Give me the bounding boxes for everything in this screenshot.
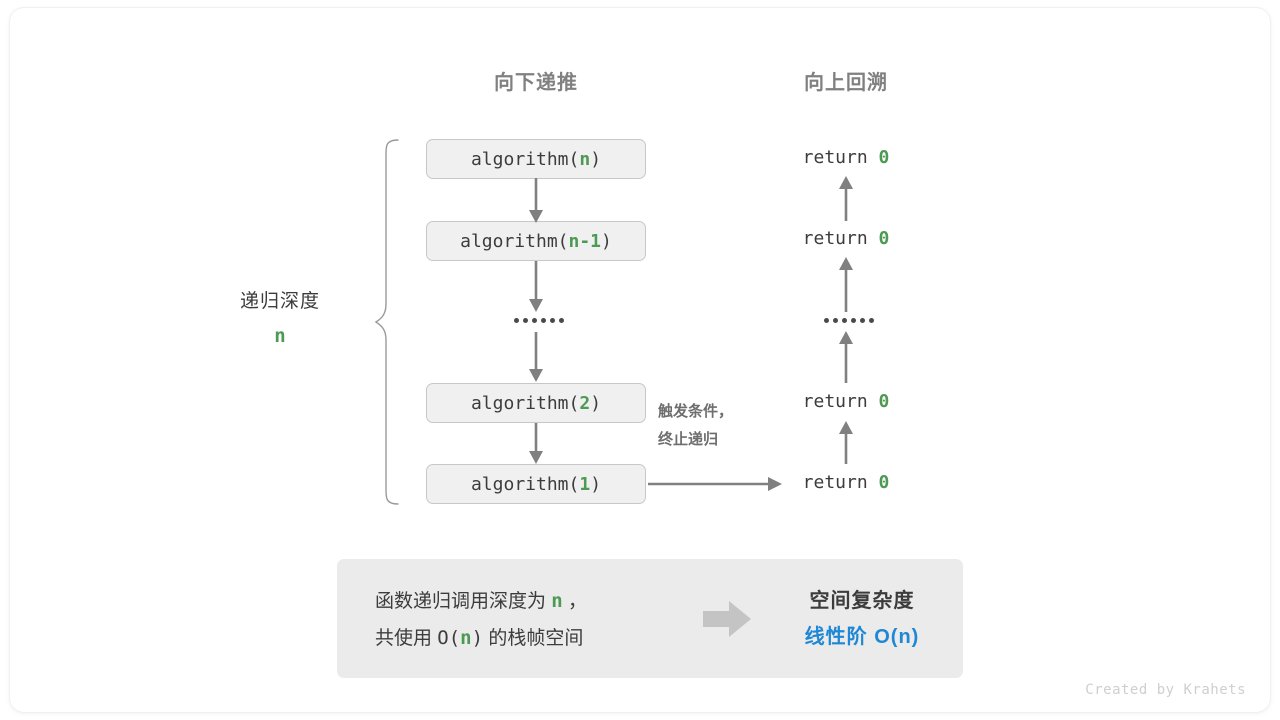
summary-line-2-bigo-open: O( [437,627,461,649]
call-box-2-close: ) [590,392,602,414]
summary-panel: 函数递归调用深度为 n ， 共使用 O(n) 的栈帧空间 空间复杂度 线性阶 O… [337,559,963,678]
call-box-1-name: algorithm( [470,473,580,495]
call-box-n-minus-1-close: ) [601,230,612,252]
down-arrow-icon-4 [529,423,543,464]
call-box-2[interactable]: algorithm(2) [426,383,646,423]
summary-conclusion: 空间复杂度 线性阶 O(n) [767,583,957,655]
call-box-1-arg: 1 [579,473,591,495]
space-complexity-value: 线性阶 O(n) [804,626,920,648]
call-box-1-close: ) [590,473,602,495]
call-box-n-arg: n [579,148,591,170]
return-statement-4: return 0 [766,472,926,493]
curly-brace-icon [374,139,399,505]
down-arrow-icon-1 [529,178,543,223]
right-arrow-icon-terminate [648,477,782,491]
summary-line-1-post: ， [562,591,588,612]
column-heading-down: 向下递推 [494,72,578,94]
return-statement-3: return 0 [766,391,926,412]
summary-line-2-bigo-close: ) [471,627,484,649]
return-statement-1: return 0 [766,147,926,168]
call-box-1[interactable]: algorithm(1) [426,464,646,504]
diagram-frame: 向下递推 向上回溯 递归深度 n algorithm(n) algorithm(… [10,8,1270,712]
return-keyword-3: return [802,391,879,412]
return-value-4: 0 [878,472,890,493]
summary-line-2-var: n [460,627,472,649]
call-box-n-close: ) [590,148,602,170]
call-box-n-minus-1-name: algorithm( [460,230,569,252]
summary-line-1-var: n [551,590,563,612]
up-arrow-icon-3 [839,331,853,383]
call-box-n[interactable]: algorithm(n) [426,139,646,179]
recursion-depth-label: 递归深度 n [240,286,320,347]
summary-line-2-post: 的栈帧空间 [483,628,584,649]
summary-line-2: 共使用 O(n) 的栈帧空间 [375,620,587,657]
return-keyword-4: return [802,472,879,493]
up-arrow-icon-4 [839,421,853,464]
watermark: Created by Krahets [1085,682,1246,698]
down-arrow-icon-3 [529,332,543,382]
space-complexity-title: 空间复杂度 [809,590,915,612]
down-arrow-icon-2 [529,261,543,312]
column-heading-up: 向上回溯 [804,72,888,94]
trigger-note: 触发条件， 终止递归 [658,398,733,454]
ellipsis-icon-up [824,318,874,323]
block-arrow-icon [703,601,751,637]
call-box-n-minus-1-arg: n-1 [568,230,602,252]
return-value-1: 0 [878,147,890,168]
recursion-depth-text: 递归深度 [240,291,321,312]
return-value-2: 0 [878,228,890,249]
summary-description: 函数递归调用深度为 n ， 共使用 O(n) 的栈帧空间 [375,583,587,657]
call-box-n-minus-1[interactable]: algorithm(n-1) [426,221,646,261]
return-value-3: 0 [878,391,890,412]
return-keyword-1: return [802,147,879,168]
ellipsis-icon-down [514,318,564,323]
return-keyword-2: return [802,228,879,249]
call-box-2-name: algorithm( [470,392,580,414]
summary-line-1-pre: 函数递归调用深度为 [375,591,552,612]
call-box-n-name: algorithm( [470,148,580,170]
call-box-2-arg: 2 [579,392,591,414]
up-arrow-icon-2 [839,257,853,312]
summary-line-1: 函数递归调用深度为 n ， [375,583,587,620]
summary-line-2-pre: 共使用 [375,628,438,649]
return-statement-2: return 0 [766,228,926,249]
trigger-note-line1: 触发条件， [658,403,734,420]
trigger-note-line2: 终止递归 [658,431,719,448]
up-arrow-icon-1 [839,176,853,221]
recursion-depth-value: n [274,325,286,347]
